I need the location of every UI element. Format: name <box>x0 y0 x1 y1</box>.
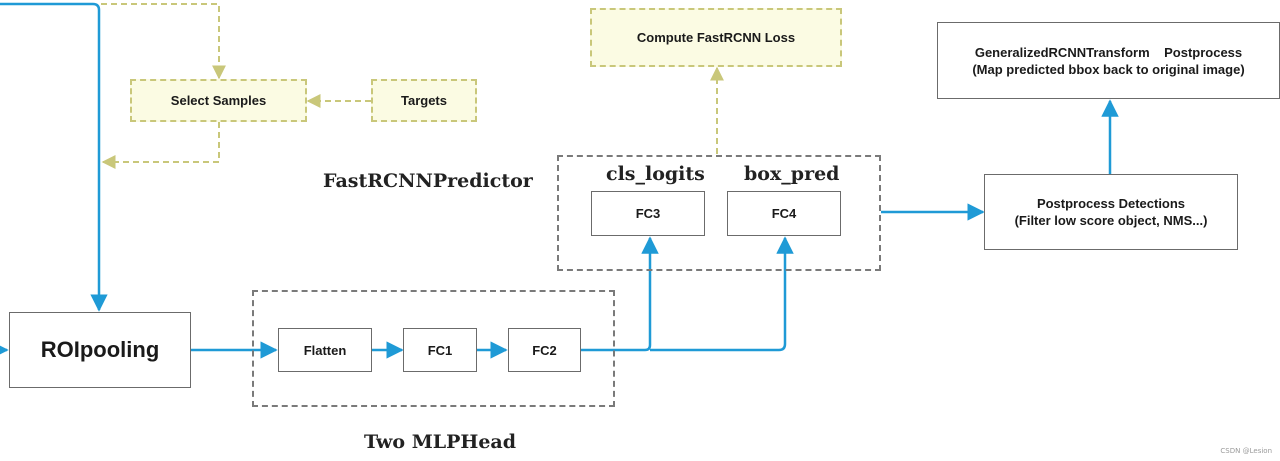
transform-postprocess-node: GeneralizedRCNNTransform Postprocess (Ma… <box>937 22 1280 99</box>
fc1-node: FC1 <box>403 328 477 372</box>
fastrcnn-predictor-group <box>557 155 881 271</box>
box-pred-label: box_pred <box>744 163 840 185</box>
postprocess-detections-subtitle: (Filter low score object, NMS...) <box>1014 213 1208 228</box>
roipooling-node: ROIpooling <box>9 312 191 388</box>
arrow-features-to-roipooling <box>0 2 108 312</box>
select-samples-node: Select Samples <box>130 79 307 122</box>
arrow-features-to-select-samples <box>101 3 226 80</box>
postprocess-detections-title: Postprocess Detections <box>1036 196 1186 211</box>
compute-loss-node: Compute FastRCNN Loss <box>590 8 842 67</box>
fc3-node: FC3 <box>591 191 705 236</box>
flatten-node: Flatten <box>278 328 372 372</box>
transform-postprocess-subtitle: (Map predicted bbox back to original ima… <box>972 61 1245 77</box>
fc4-node: FC4 <box>727 191 841 236</box>
fastrcnn-predictor-label: FastRCNNPredictor <box>323 170 533 192</box>
transform-postprocess-title: GeneralizedRCNNTransform Postprocess <box>974 44 1243 60</box>
watermark: CSDN @Lesion <box>1220 447 1272 455</box>
postprocess-detections-node: Postprocess Detections (Filter low score… <box>984 174 1238 250</box>
arrow-fc2-to-fc3 <box>581 236 659 352</box>
cls-logits-label: cls_logits <box>606 163 705 185</box>
two-mlphead-label: Two MLPHead <box>364 431 517 453</box>
fc2-node: FC2 <box>508 328 581 372</box>
arrow-fc2-to-fc4 <box>650 236 794 352</box>
targets-node: Targets <box>371 79 477 122</box>
arrow-select-samples-to-flow <box>101 122 220 169</box>
two-mlphead-group <box>252 290 615 407</box>
